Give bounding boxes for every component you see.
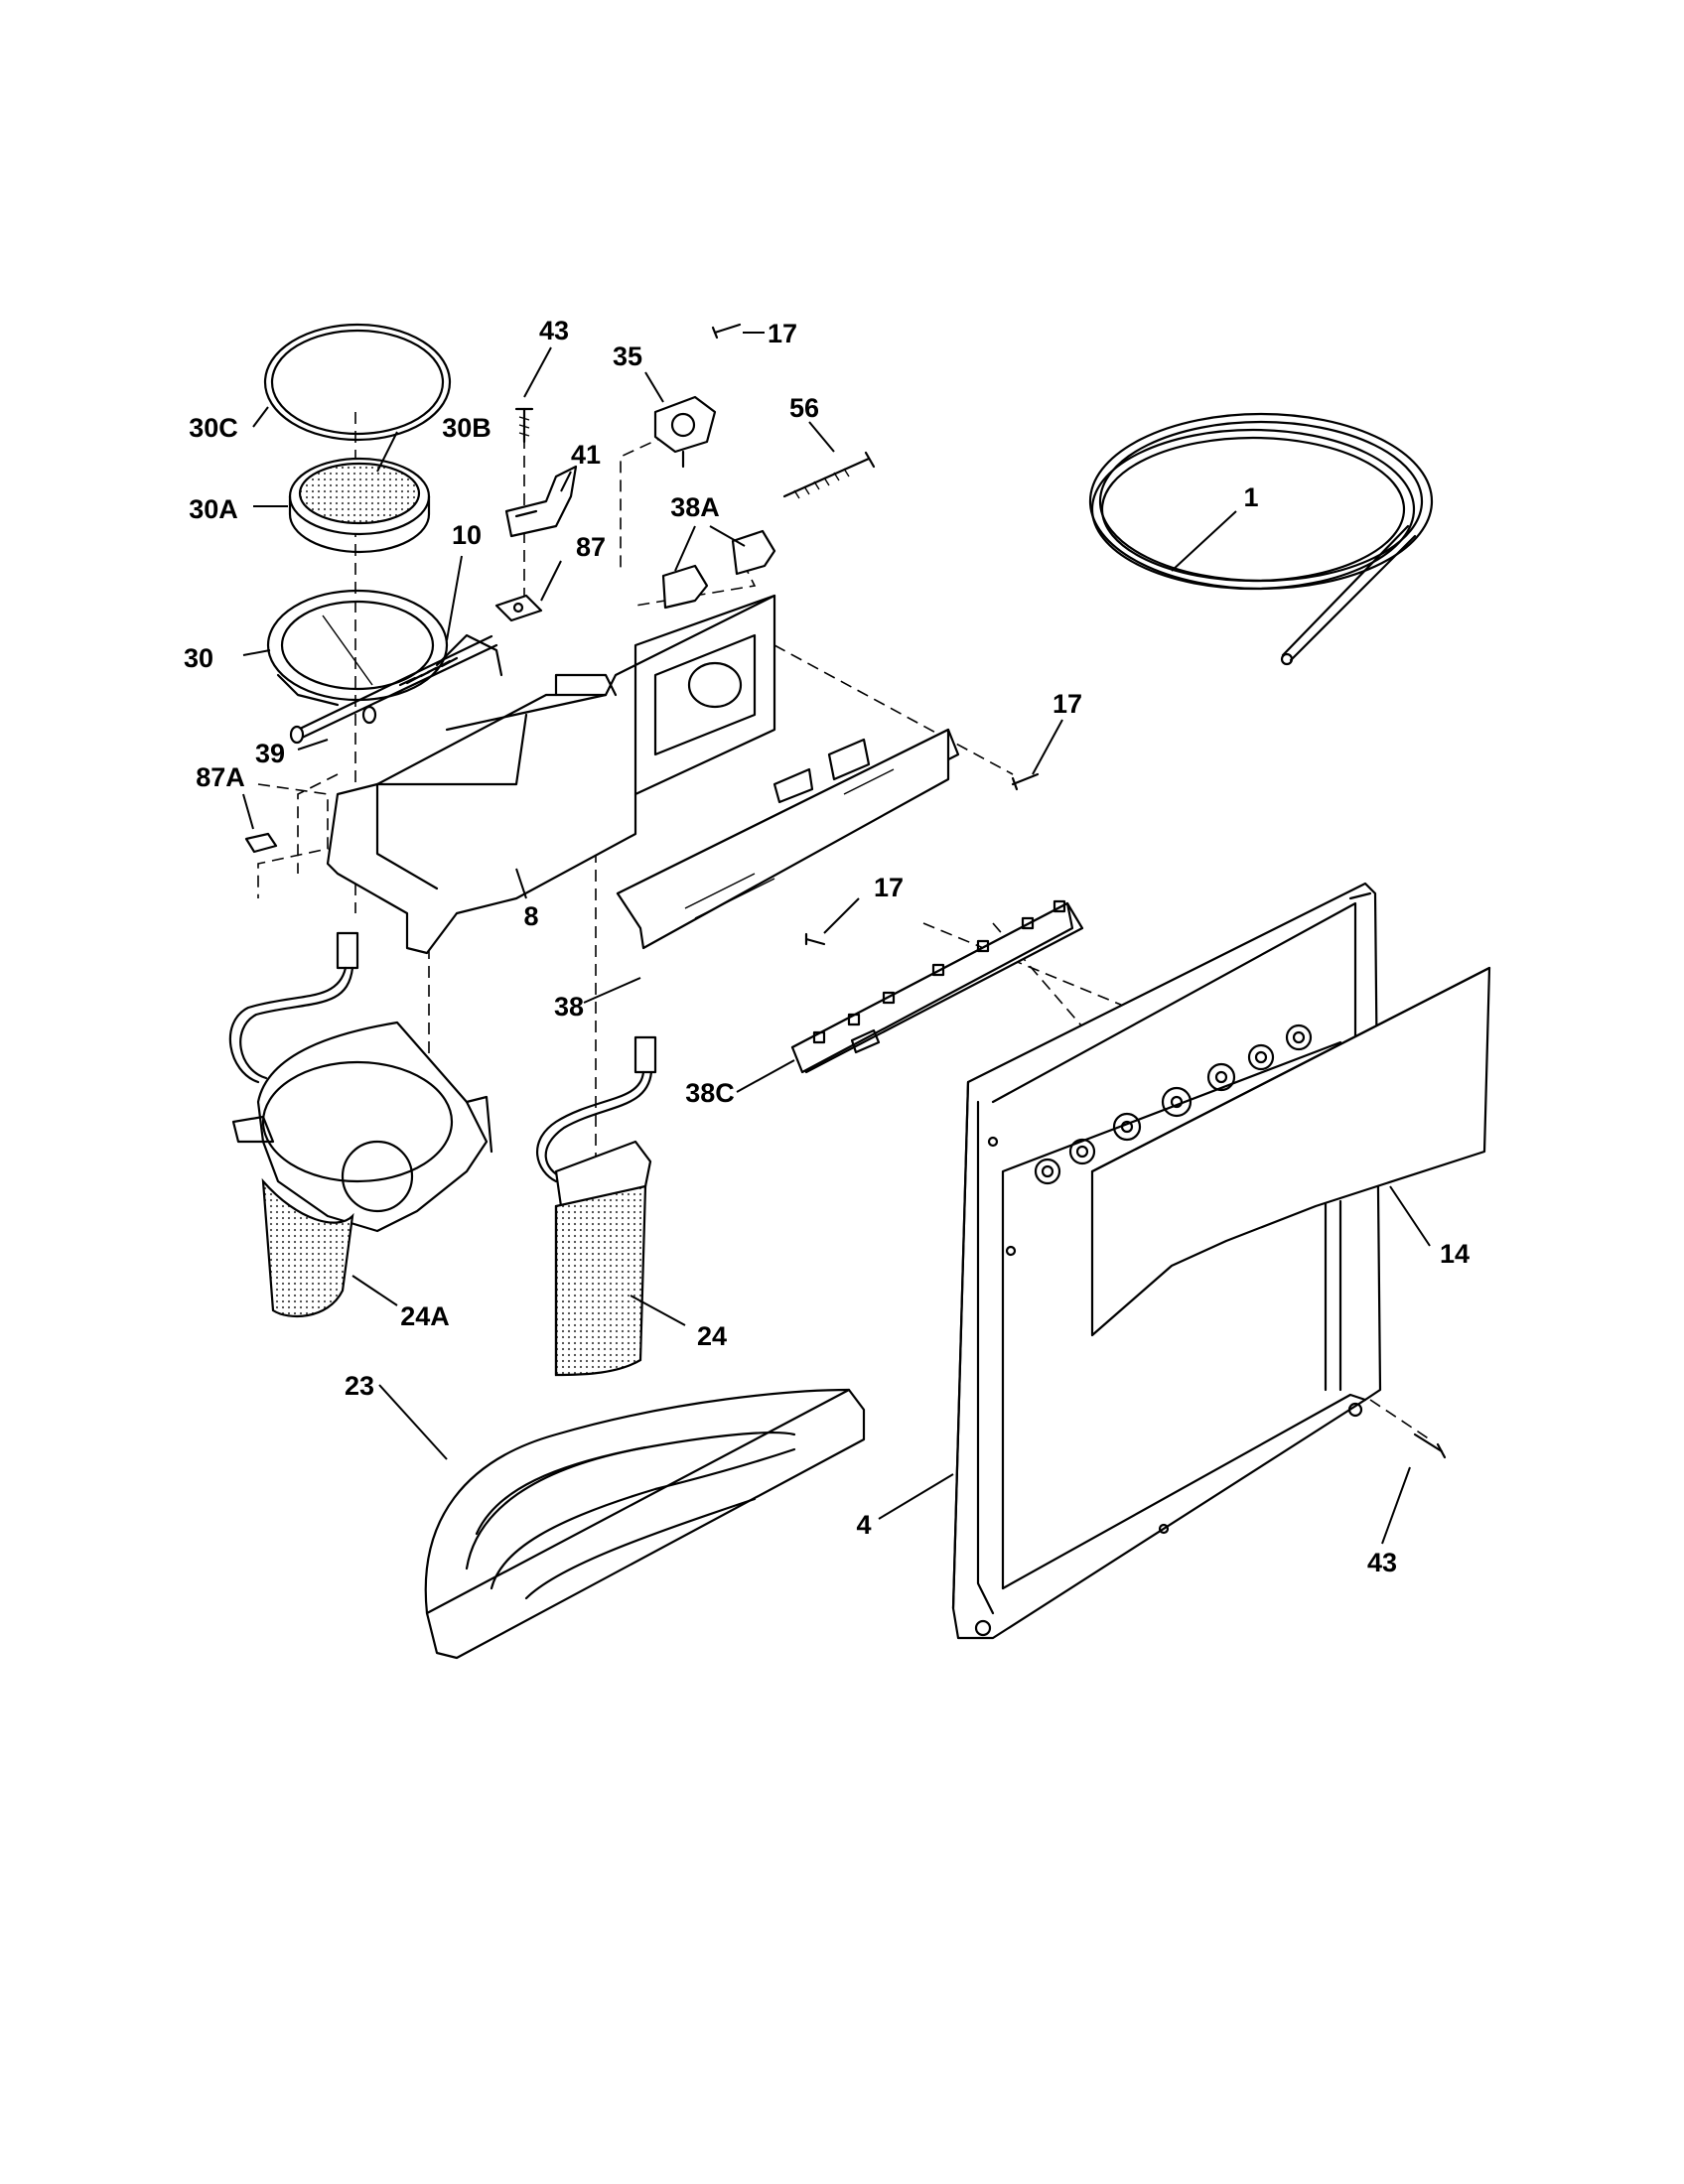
part-87a-pad: [244, 832, 278, 854]
callout-4: 4: [856, 1510, 871, 1540]
part-41-bracket: [504, 465, 578, 538]
callout-17-top: 17: [768, 319, 797, 348]
callout-23: 23: [345, 1371, 374, 1401]
callout-41: 41: [571, 440, 601, 470]
part-35-switch: [653, 395, 717, 469]
callout-43-bottom: 43: [1367, 1548, 1397, 1577]
part-38c-keypad-board: [790, 899, 1084, 1074]
part-43-screw-top: [514, 407, 534, 444]
callout-14: 14: [1440, 1239, 1470, 1269]
callout-38: 38: [554, 992, 584, 1022]
callout-1: 1: [1243, 482, 1258, 512]
callout-30c: 30C: [189, 413, 238, 443]
leader-lines: [242, 332, 1431, 1545]
callout-30a: 30A: [189, 494, 238, 524]
callout-30b: 30B: [442, 413, 491, 443]
callout-56: 56: [789, 393, 819, 423]
part-14-overlay: [1090, 966, 1491, 1337]
callout-24: 24: [697, 1321, 727, 1351]
part-17-screw-lower: [804, 932, 826, 946]
callout-38c: 38C: [685, 1078, 735, 1108]
callout-30: 30: [184, 643, 213, 673]
callout-labels: 43 35 17 41 56 30C 30B 38A 1 30A 10 87 3…: [184, 316, 1470, 1577]
callout-87: 87: [576, 532, 606, 562]
part-38-control-board: [616, 728, 960, 950]
part-30c-o-ring: [263, 323, 452, 442]
part-43-screw-bottom: [1413, 1433, 1447, 1459]
part-8-housing: [326, 594, 776, 955]
callout-39: 39: [255, 739, 285, 768]
callout-87a: 87A: [196, 762, 245, 792]
callout-17-lower: 17: [874, 873, 904, 902]
part-39-rod-and-spring: [289, 634, 498, 745]
part-38a-switches: [661, 529, 776, 610]
part-1-tubing-coil: [1088, 412, 1434, 666]
callout-17-right: 17: [1052, 689, 1082, 719]
part-56-long-screw: [782, 451, 876, 499]
callout-8: 8: [523, 901, 538, 931]
part-17-screw-right: [1011, 772, 1040, 791]
part-23-drip-tray: [424, 1388, 866, 1660]
callout-38a: 38A: [670, 492, 720, 522]
part-87-pad: [494, 594, 543, 622]
callout-43-top: 43: [539, 316, 569, 345]
callout-24a: 24A: [400, 1301, 450, 1331]
part-30a-filter-ring: [288, 457, 431, 554]
part-17-screw-top: [711, 323, 742, 340]
callout-35: 35: [613, 341, 642, 371]
part-24a-crusher-housing: [228, 931, 493, 1318]
part-24-water-chute: [536, 1035, 657, 1377]
callout-10: 10: [452, 520, 482, 550]
